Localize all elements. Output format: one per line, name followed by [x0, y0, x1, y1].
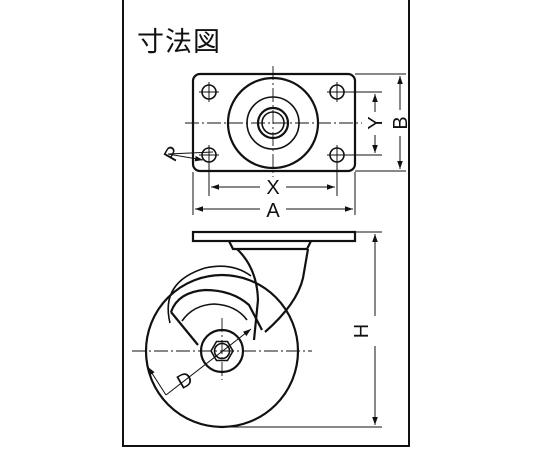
dimension-a-label: A	[266, 200, 280, 222]
side-view: D H	[132, 230, 382, 429]
dimension-p	[167, 151, 214, 162]
bolt-hole-top-right	[327, 82, 347, 102]
fork-inner-edge	[181, 303, 248, 322]
side-mounting-plate	[191, 230, 357, 243]
dimension-y-label: Y	[365, 116, 387, 129]
fork-leg	[236, 248, 310, 341]
dimension-d-label: D	[173, 368, 197, 394]
dimension-h-label: H	[351, 324, 373, 338]
dimension-x	[208, 163, 338, 196]
mounting-plate	[191, 72, 357, 173]
bolt-hole-bottom-left	[199, 145, 219, 165]
dimension-h	[222, 231, 382, 428]
dimension-a	[192, 172, 356, 215]
dimension-y	[345, 91, 382, 156]
wheel-tread-arc	[167, 265, 252, 324]
drawing-frame	[122, 0, 410, 447]
dimension-b	[355, 73, 406, 172]
dimension-b-label: B	[390, 116, 412, 129]
dimension-d	[147, 328, 252, 396]
bolt-hole-top-left	[199, 82, 219, 102]
dimension-p-label: P	[160, 143, 186, 166]
bolt-hole-bottom-right	[327, 145, 347, 165]
top-view: X A Y B	[160, 66, 412, 222]
drawing-title: 寸法図	[137, 27, 221, 58]
fork-side-plate	[169, 288, 263, 331]
fork-lower-edge	[170, 311, 199, 346]
swivel-housing	[228, 240, 312, 251]
dimension-x-label: X	[266, 177, 279, 199]
